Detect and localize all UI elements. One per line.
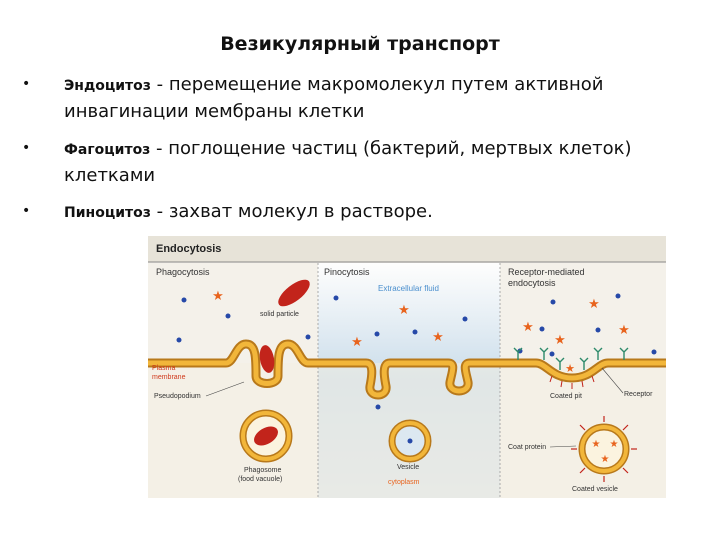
coated-pit-label: Coated pit <box>550 393 582 400</box>
star-molecule: ★ <box>398 303 410 318</box>
extracellular-fluid-label: Extracellular fluid <box>378 284 439 293</box>
coat-protein-label: Coat protein <box>508 444 546 451</box>
bullet-term: Эндоцитоз <box>64 78 151 94</box>
vesicle-label: Vesicle <box>397 464 419 471</box>
panel-title-pinocytosis: Pinocytosis <box>324 267 370 277</box>
bullet-marker: • <box>22 140 31 156</box>
endocytosis-figure: Endocytosis Phagocytosis Pinocytosis Rec… <box>148 236 666 498</box>
molecule-dot <box>539 326 545 332</box>
cytoplasm-label: cytoplasm <box>388 479 420 486</box>
bullet-definition: - захват молекул в растворе. <box>150 201 433 222</box>
receptors <box>513 347 629 370</box>
molecule-stars: ★ ★ ★ ★ ★ ★ ★ ★ ★ <box>212 289 630 375</box>
molecule-dot <box>550 299 556 305</box>
bullet-definition: - поглощение частиц (бактерий, мертвых к… <box>64 138 632 186</box>
bullet-marker: • <box>22 76 31 92</box>
receptor-icon <box>555 357 565 370</box>
pseudopodium-label: Pseudopodium <box>154 393 201 400</box>
receptor-icon <box>513 347 523 360</box>
panel-title-phagocytosis: Phagocytosis <box>156 267 210 277</box>
pseudopodium-pointer <box>205 381 245 397</box>
coat-protein-mark <box>549 375 553 383</box>
molecule-dot <box>375 404 381 410</box>
molecule-dot <box>305 334 311 340</box>
pit-coat-proteins <box>549 375 595 389</box>
plasma-membrane-core <box>148 341 666 398</box>
panel-title-receptor-line1: Receptor-mediated <box>508 267 585 277</box>
bullet-text: Пиноцитоз - захват молекул в растворе. <box>64 199 664 226</box>
molecule-dot <box>651 349 657 355</box>
star-molecule: ★ <box>522 320 534 335</box>
molecule-dot <box>412 329 418 335</box>
bullet-definition: - перемещение макромолекул путем активно… <box>64 74 604 122</box>
solid-particle <box>278 279 310 307</box>
cargo-star: ★ <box>601 454 610 465</box>
phagosome-membrane <box>241 411 291 461</box>
coat-spike <box>622 467 629 474</box>
star-molecule: ★ <box>618 323 630 338</box>
panel-title-receptor-line2: endocytosis <box>508 278 556 288</box>
molecule-dot <box>462 316 468 322</box>
receptor-icon <box>593 347 603 360</box>
molecule-dot <box>225 313 231 319</box>
cargo-star: ★ <box>592 439 601 450</box>
plasma-membrane-label-1: Plasma <box>152 365 175 372</box>
molecule-dot <box>333 295 339 301</box>
star-molecule: ★ <box>212 289 224 304</box>
pinocytic-vesicle-membrane <box>390 421 430 461</box>
coated-vesicle-label: Coated vesicle <box>572 486 618 493</box>
bullet-marker: • <box>22 203 31 219</box>
phagosome-particle <box>254 426 278 446</box>
bullet-term: Фагоцитоз <box>64 142 151 158</box>
coat-spike <box>622 424 629 431</box>
star-molecule: ★ <box>588 297 600 312</box>
molecule-dot <box>549 351 555 357</box>
slide-title: Везикулярный транспорт <box>220 33 500 55</box>
coated-vesicle-membrane <box>580 425 628 473</box>
receptor-icon <box>539 347 549 360</box>
cargo-star: ★ <box>610 439 619 450</box>
phagosome-label-1: Phagosome <box>244 467 281 474</box>
coat-protein-mark <box>591 375 595 383</box>
solid-particle-label: solid particle <box>260 311 299 318</box>
receptor-pointer <box>601 367 624 394</box>
receptor-icon <box>579 357 589 370</box>
plasma-membrane-label-2: membrane <box>152 374 186 381</box>
star-molecule: ★ <box>351 335 363 350</box>
coat-spike <box>579 467 586 474</box>
receptor-icon <box>619 347 629 360</box>
phagosome-label-2: (food vacuole) <box>238 476 282 483</box>
receptor-label: Receptor <box>624 391 653 398</box>
star-molecule: ★ <box>432 330 444 345</box>
coat-protein-pointer <box>549 445 577 448</box>
figure-header <box>148 236 666 262</box>
coat-protein-mark <box>581 380 584 388</box>
vesicle-molecule-dot <box>407 438 413 444</box>
endocytosis-diagram: Endocytosis Phagocytosis Pinocytosis Rec… <box>148 236 666 498</box>
coated-vesicle-spikes <box>571 416 637 482</box>
figure-title: Endocytosis <box>156 243 221 255</box>
bound-star-molecule: ★ <box>565 362 575 375</box>
star-molecule: ★ <box>554 333 566 348</box>
coat-protein-mark <box>560 380 563 388</box>
molecule-dot <box>615 293 621 299</box>
bullet-text: Фагоцитоз - поглощение частиц (бактерий,… <box>64 136 664 188</box>
engulfed-particle <box>259 345 275 373</box>
molecule-dot <box>374 331 380 337</box>
molecule-dots <box>176 293 657 410</box>
molecule-dot <box>517 348 523 354</box>
bullet-text: Эндоцитоз - перемещение макромолекул пут… <box>64 72 664 124</box>
bullet-term: Пиноцитоз <box>64 205 151 221</box>
molecule-dot <box>595 327 601 333</box>
coat-spike <box>579 424 586 431</box>
coated-vesicle-cargo: ★ ★ ★ <box>592 439 619 465</box>
molecule-dot <box>181 297 187 303</box>
molecule-dot <box>176 337 182 343</box>
